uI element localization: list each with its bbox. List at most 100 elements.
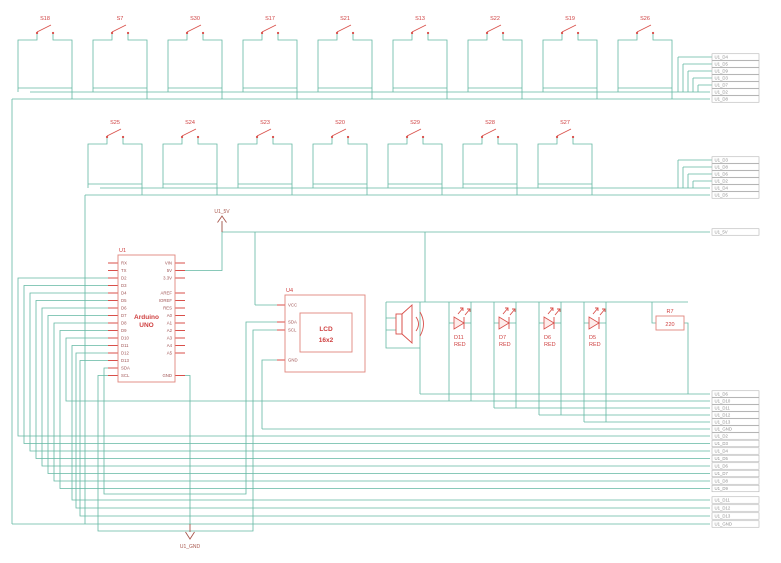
net-label[interactable]: U1_D4 <box>711 447 760 455</box>
net-label[interactable]: U1_D9 <box>711 67 760 75</box>
net-label[interactable]: U1_D6 <box>711 390 760 398</box>
net-label-box <box>711 447 760 455</box>
resistor-ref: R7 <box>666 309 673 315</box>
net-label[interactable]: U1_D5 <box>711 60 760 68</box>
gnd-power-flag[interactable]: U1_GND <box>180 524 201 550</box>
vcc-net-wire <box>185 222 710 306</box>
net-label[interactable]: U1_D13 <box>711 512 760 520</box>
lcd-ref: U4 <box>286 288 293 294</box>
net-labels-mid: U1_D6 U1_D10 U1_D11 U1_D12 U1_D13 U1_GND <box>711 390 760 433</box>
net-label-text: U1_D5 <box>715 193 729 198</box>
resistor-value: 220 <box>665 322 674 328</box>
net-label[interactable]: U1_D13 <box>711 418 760 426</box>
pin-label: GND <box>288 358 298 363</box>
lcd-module[interactable]: U4 LCD 16x2 VCC SDA SCL GND <box>277 288 366 373</box>
net-label[interactable]: U1_D3 <box>711 439 760 448</box>
net-label-5v[interactable]: U1_5V <box>711 228 760 236</box>
net-label[interactable]: U1_D12 <box>711 411 760 419</box>
led-value: RED <box>499 342 511 348</box>
led-value: RED <box>454 342 466 348</box>
pin-label: SDA <box>121 366 130 371</box>
switch-ref: S21 <box>340 16 350 22</box>
gnd-flag-arrow-icon <box>185 524 195 540</box>
switch-ref: S19 <box>565 16 575 22</box>
net-label-box <box>711 454 760 463</box>
net-label[interactable]: U1_D8 <box>711 95 760 103</box>
arduino-uno[interactable]: U1 Arduino UNO RX TX D2 D3 D4 D5 D6 D7 D… <box>108 248 185 383</box>
resistor-r7[interactable]: R7 220 <box>655 309 685 331</box>
net-label[interactable]: U1_D10 <box>711 397 760 405</box>
net-label[interactable]: U1_D5 <box>711 454 760 463</box>
net-label[interactable]: U1_D11 <box>711 404 760 412</box>
pin-label: RES <box>163 306 172 311</box>
arduino-name-line1: Arduino <box>134 314 159 321</box>
led-d5[interactable]: D5 RED <box>588 307 606 348</box>
net-label[interactable]: U1_D11 <box>711 496 760 504</box>
net-label-box <box>711 156 760 164</box>
led-icon <box>588 316 600 330</box>
led-d7[interactable]: D7 RED <box>498 307 516 348</box>
net-label-box <box>711 60 760 68</box>
net-label[interactable]: U1_GND <box>711 425 760 433</box>
net-label[interactable]: U1_D5 <box>711 191 760 199</box>
net-label-text: U1_D6 <box>715 172 729 177</box>
net-label-box <box>711 512 760 520</box>
net-label[interactable]: U1_D3 <box>711 74 760 82</box>
net-label[interactable]: U1_D4 <box>711 53 760 61</box>
pin-label: VCC <box>288 303 297 308</box>
net-label[interactable]: U1_D3 <box>711 156 760 164</box>
arduino-name-line2: UNO <box>139 322 153 329</box>
pin-label: IOREF <box>159 298 173 303</box>
speaker-cone-icon <box>401 303 413 345</box>
net-label[interactable]: U1_D2 <box>711 432 760 440</box>
net-label-box <box>711 504 760 512</box>
net-wires <box>12 222 710 532</box>
net-label[interactable]: U1_D8 <box>711 163 760 171</box>
speaker[interactable] <box>395 303 424 345</box>
pin-label: A4 <box>167 343 173 348</box>
pin-label: A1 <box>167 321 173 326</box>
switch-row1-levers <box>36 24 652 33</box>
led-ref: D7 <box>499 335 506 341</box>
led-bar-arrows-icon <box>457 307 471 329</box>
net-label-box <box>711 411 760 419</box>
net-label-box <box>711 67 760 75</box>
net-label-text: U1_D4 <box>715 55 729 60</box>
net-label-text: U1_D13 <box>715 514 731 519</box>
net-label[interactable]: U1_D2 <box>711 88 760 96</box>
switch-ref: S26 <box>640 16 650 22</box>
pin-label: VIN <box>165 261 172 266</box>
net-label-text: U1_D8 <box>715 165 729 170</box>
vcc-power-flag[interactable]: U1_5V <box>214 209 230 232</box>
net-label[interactable]: U1_GND <box>711 520 760 528</box>
net-label[interactable]: U1_D7 <box>711 81 760 89</box>
led-d11[interactable]: D11 RED <box>453 307 471 348</box>
switch-row-2[interactable]: S25 S24 S23 S20 S29 S28 S27 <box>84 120 712 524</box>
net-label-box <box>711 170 760 178</box>
net-label-text: U1_D2 <box>715 90 729 95</box>
switch-ref: S20 <box>335 120 345 126</box>
net-label-text: U1_D7 <box>715 83 729 88</box>
mid-bus-wires <box>261 359 710 430</box>
switch-ref: S24 <box>185 120 195 126</box>
lcd-name-line2: 16x2 <box>319 337 334 344</box>
switch-ref: S27 <box>560 120 570 126</box>
led-d6[interactable]: D6 RED <box>543 307 561 348</box>
net-label-box <box>711 81 760 89</box>
switch-row-1[interactable]: S18 S7 S30 S17 S21 S13 S22 S19 S26 <box>11 16 712 524</box>
vcc-flag-label: U1_5V <box>214 209 230 215</box>
arduino-body <box>117 254 176 383</box>
net-label[interactable]: U1_D2 <box>711 177 760 185</box>
speaker-waves-icon <box>415 311 424 337</box>
net-label[interactable]: U1_D9 <box>711 484 760 493</box>
net-label[interactable]: U1_D4 <box>711 184 760 192</box>
led-bar-arrows-icon <box>547 307 561 329</box>
net-label[interactable]: U1_D6 <box>711 170 760 178</box>
net-label-text: U1_D9 <box>715 69 729 74</box>
net-label-text: U1_D6 <box>715 464 729 469</box>
net-label[interactable]: U1_D7 <box>711 469 760 478</box>
net-label[interactable]: U1_D12 <box>711 504 760 512</box>
net-label-box <box>711 390 760 398</box>
net-label[interactable]: U1_D8 <box>711 477 760 485</box>
net-label[interactable]: U1_D6 <box>711 462 760 470</box>
